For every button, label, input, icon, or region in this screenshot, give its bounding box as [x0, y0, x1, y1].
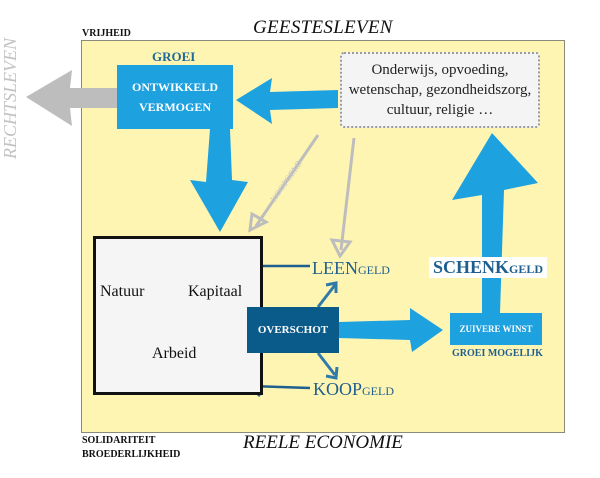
ontwikkeld-vermogen-line-2: VERMOGEN — [139, 100, 211, 114]
leengeld-suffix: GELD — [357, 263, 390, 277]
overschot-box: OVERSCHOT — [247, 307, 339, 353]
koopgeld-label: KOOPGELD — [313, 379, 394, 400]
reele-economie-title: REELE ECONOMIE — [243, 432, 403, 453]
economy-box — [93, 236, 263, 395]
natuur-label: Natuur — [100, 283, 145, 300]
solidariteit-label: SOLIDARITEIT — [82, 435, 156, 446]
kapitaal-label: Kapitaal — [188, 283, 243, 300]
zuivere-winst-box: ZUIVERE WINST — [450, 313, 542, 345]
leengeld-main: LEEN — [312, 258, 358, 278]
geestesleven-info-box: Onderwijs, opvoeding, wetenschap, gezond… — [340, 52, 540, 128]
broederlijkheid-label: BROEDERLIJKHEID — [82, 449, 181, 460]
groei-label: GROEI — [152, 49, 196, 64]
vrijheid-label: VRIJHEID — [82, 28, 131, 39]
schenkgeld-suffix: GELD — [509, 262, 544, 276]
rechtsleven-label: RECHTSLEVEN — [0, 37, 21, 160]
info-to-vermogen-arrow — [236, 78, 338, 124]
info-line-2: wetenschap, gezondheidszorg, — [348, 82, 532, 98]
arbeid-label: Arbeid — [152, 345, 197, 362]
ontwikkeld-vermogen-line-1: ONTWIKKELD — [131, 80, 218, 94]
rechtsleven-label-wrap: RECHTSLEVEN — [0, 38, 20, 163]
schenkgeld-label: SCHENKGELD — [429, 257, 548, 278]
koopgeld-diagonal-arrow — [248, 134, 320, 233]
koopgeld-suffix: GELD — [362, 384, 395, 398]
vermogen-down-arrow — [190, 129, 248, 232]
bottom-left-labels: SOLIDARITEIT BROEDERLIJKHEID — [82, 434, 180, 462]
ontwikkeld-vermogen-box: ONTWIKKELD VERMOGEN — [117, 65, 233, 129]
overschot-to-leengeld-arrow — [316, 281, 338, 308]
overschot-to-winst-arrow — [339, 308, 443, 352]
info-line-1: Onderwijs, opvoeding, — [371, 62, 509, 78]
leengeld-label: LEENGELD — [312, 258, 390, 279]
rechtsleven-arrow — [26, 70, 118, 126]
info-line-3: cultuur, religie … — [386, 102, 494, 118]
koopgeld-main: KOOP — [313, 379, 363, 399]
overschot-to-koopgeld-arrow — [316, 352, 339, 380]
geestesleven-title: GEESTESLEVEN — [253, 17, 393, 38]
leengeld-grey-arrow — [329, 137, 356, 259]
schenkgeld-main: SCHENK — [433, 257, 510, 277]
schenkgeld-up-arrow — [452, 133, 538, 313]
groei-mogelijk-label: GROEI MOGELIJK — [452, 348, 543, 359]
